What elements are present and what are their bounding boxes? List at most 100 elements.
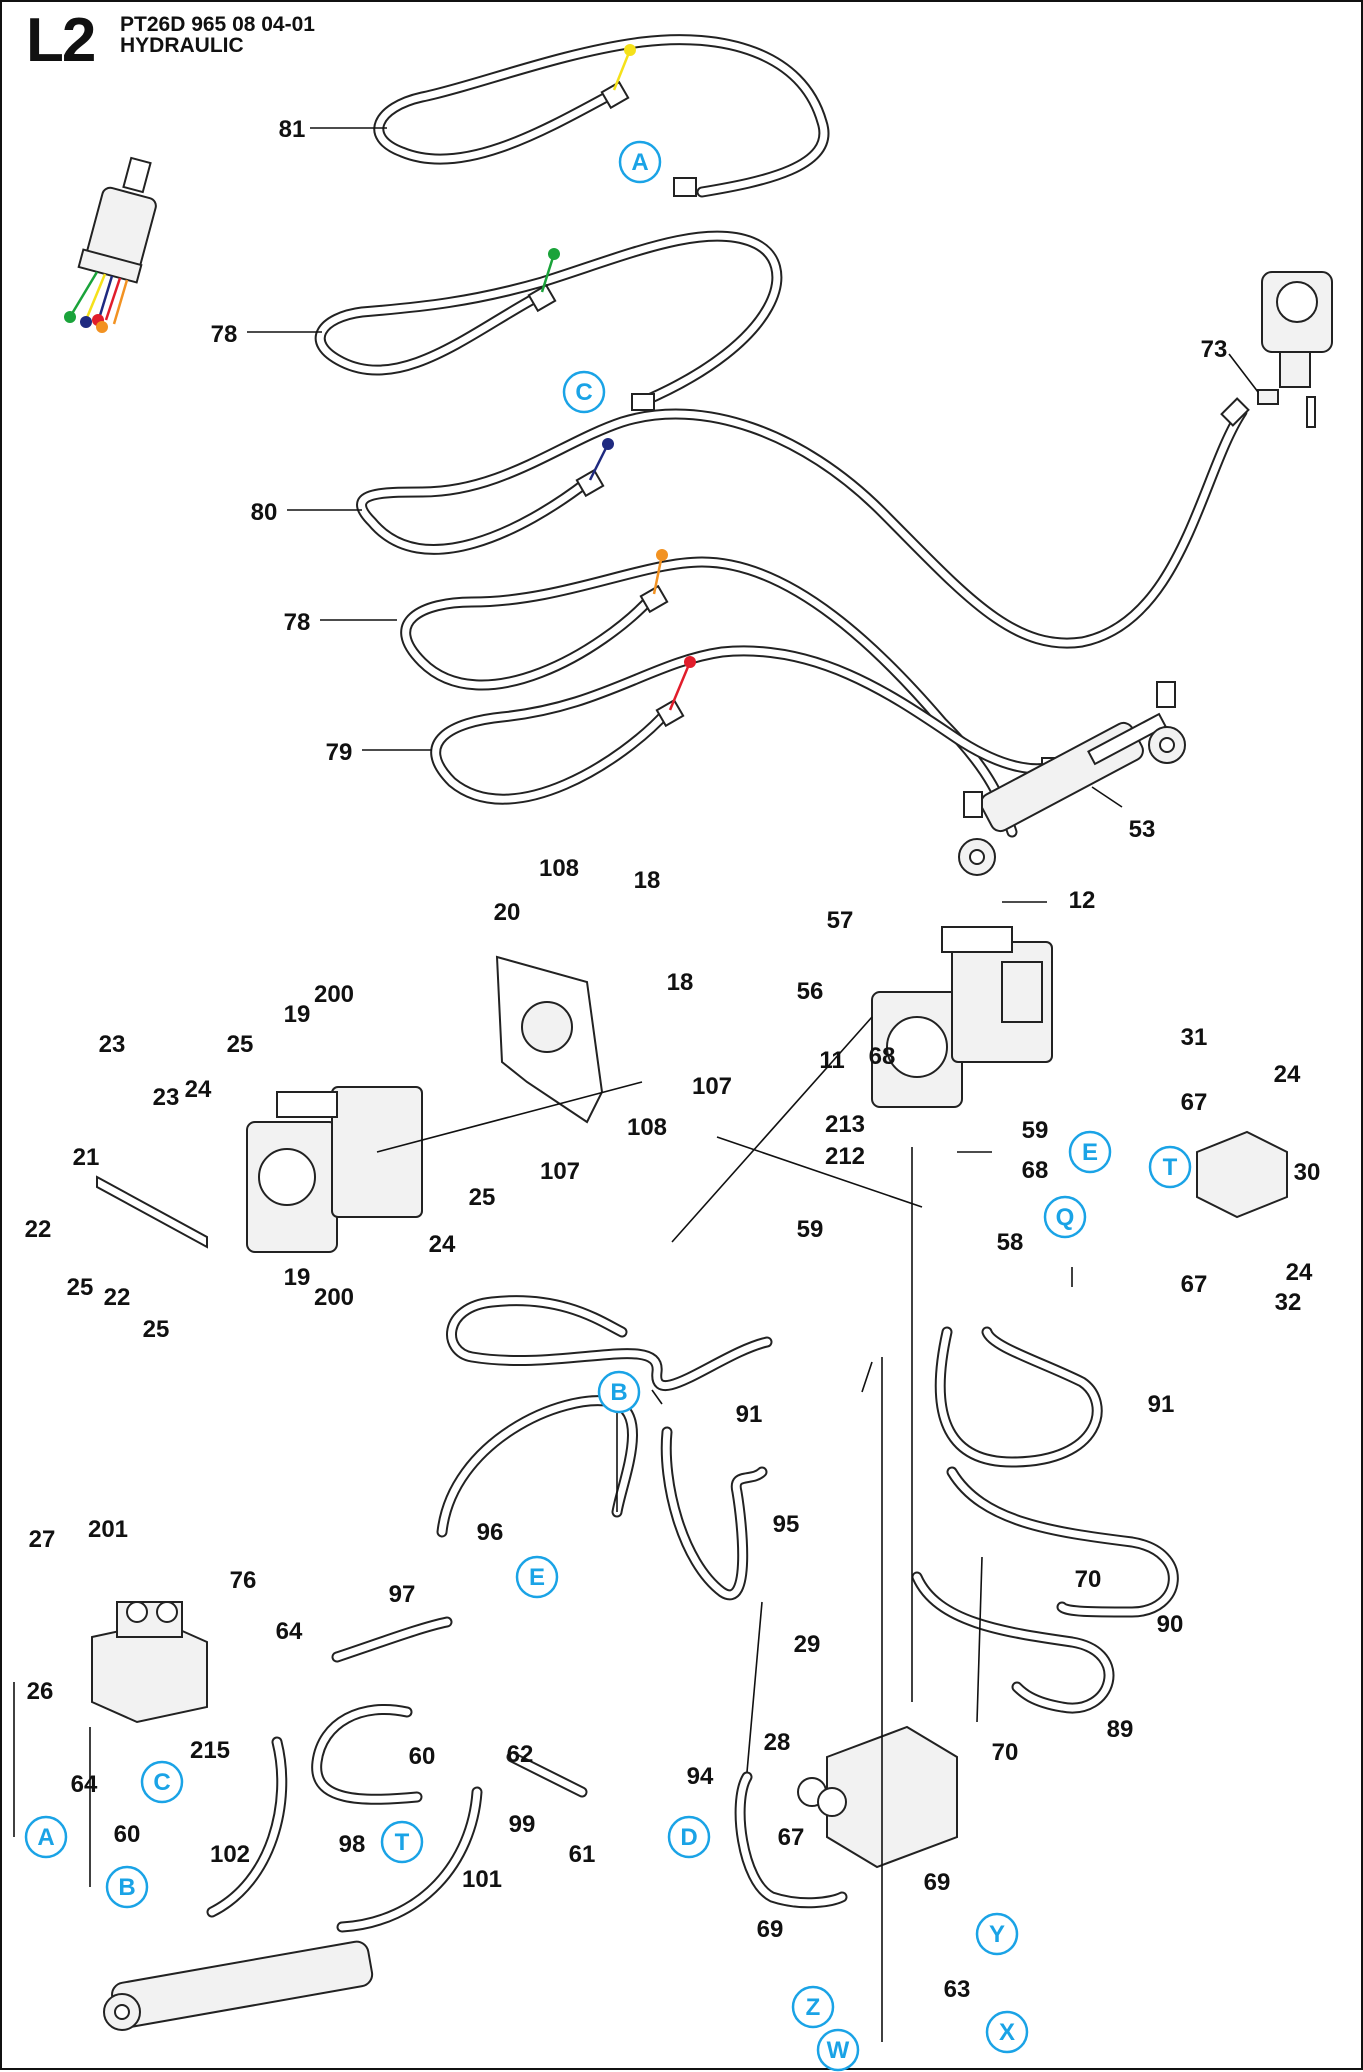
part-number-label: 24 xyxy=(1286,1259,1313,1286)
reference-letter: Z xyxy=(806,1994,821,2021)
reference-letter: Q xyxy=(1056,1204,1075,1231)
reference-circle xyxy=(562,370,606,414)
part-number-label: 70 xyxy=(992,1739,1019,1766)
part-number-label: 19 xyxy=(284,1264,311,1291)
green-dot xyxy=(548,248,560,260)
reference-marker: T xyxy=(1148,1145,1192,1189)
part-number-label: 23 xyxy=(99,1031,126,1058)
hose-80 xyxy=(356,397,1250,649)
part-number-label: 63 xyxy=(944,1976,971,2003)
part-number-label: 29 xyxy=(794,1631,821,1658)
hose-78-lower xyxy=(400,556,1018,838)
reference-circle xyxy=(140,1760,184,1804)
valve-block-26 xyxy=(91,1601,208,1724)
reference-marker: A xyxy=(618,140,662,184)
part-number-label: 26 xyxy=(27,1678,54,1705)
part-number-label: 80 xyxy=(251,499,278,526)
part-number-label: 108 xyxy=(539,855,579,882)
part-number-label: 31 xyxy=(1181,1024,1208,1051)
reference-letter: B xyxy=(118,1874,135,1901)
part-number-label: 20 xyxy=(494,899,521,926)
reference-circle xyxy=(24,1815,68,1859)
reference-marker: Q xyxy=(1043,1195,1087,1239)
lower-hoses xyxy=(206,1295,1179,1933)
steering-cylinder xyxy=(958,681,1186,876)
part-number-label: 58 xyxy=(997,1229,1024,1256)
reference-letter: T xyxy=(395,1829,410,1856)
reference-letter: X xyxy=(999,2019,1015,2046)
reference-circle xyxy=(985,2010,1029,2054)
reference-marker: E xyxy=(1068,1130,1112,1174)
aux-pump xyxy=(246,1086,423,1253)
reference-letter: B xyxy=(610,1379,627,1406)
part-number-label: 107 xyxy=(692,1073,732,1100)
part-number-label: 57 xyxy=(827,907,854,934)
part-number-label: 91 xyxy=(736,1401,763,1428)
reference-marker: X xyxy=(985,2010,1029,2054)
part-number-label: 98 xyxy=(339,1831,366,1858)
reference-letter: E xyxy=(1082,1139,1098,1166)
reference-marker: Z xyxy=(791,1985,835,2029)
part-number-label: 19 xyxy=(284,1001,311,1028)
reference-circle xyxy=(380,1820,424,1864)
part-number-label: 215 xyxy=(190,1737,230,1764)
part-number-label: 78 xyxy=(211,321,238,348)
reference-marker: C xyxy=(562,370,606,414)
part-number-label: 18 xyxy=(667,969,694,996)
part-number: PT26D 965 08 04-01 xyxy=(120,13,315,36)
reference-letter: E xyxy=(529,1564,545,1591)
reference-marker: E xyxy=(515,1555,559,1599)
part-number-label: 200 xyxy=(314,1284,354,1311)
part-number-label: 21 xyxy=(73,1144,100,1171)
reference-circle xyxy=(975,1912,1019,1956)
part-number-label: 30 xyxy=(1294,1159,1321,1186)
part-number-label: 32 xyxy=(1275,1289,1302,1316)
reference-marker: B xyxy=(597,1370,641,1414)
part-number-label: 99 xyxy=(509,1811,536,1838)
part-number-label: 60 xyxy=(409,1743,436,1770)
part-number-label: 101 xyxy=(462,1866,502,1893)
part-number-label: 25 xyxy=(67,1274,94,1301)
reference-circle xyxy=(1148,1145,1192,1189)
hose-81 xyxy=(373,34,830,198)
part-number-label: 89 xyxy=(1107,1716,1134,1743)
valve-block-30 xyxy=(1196,1130,1288,1219)
part-number-label: 76 xyxy=(230,1567,257,1594)
steering-unit-icon xyxy=(1257,271,1333,428)
reference-marker: B xyxy=(105,1865,149,1909)
reference-circle xyxy=(1068,1130,1112,1174)
reference-circle xyxy=(667,1815,711,1859)
part-number-label: 69 xyxy=(757,1916,784,1943)
navy-dot xyxy=(602,438,614,450)
main-pump xyxy=(871,926,1053,1108)
part-number-label: 68 xyxy=(1022,1157,1049,1184)
reference-marker: D xyxy=(667,1815,711,1859)
part-number-label: 78 xyxy=(284,609,311,636)
part-number-label: 95 xyxy=(773,1511,800,1538)
part-number-label: 22 xyxy=(104,1284,131,1311)
part-number-label: 25 xyxy=(469,1184,496,1211)
reference-letter: C xyxy=(153,1769,170,1796)
reference-marker: Y xyxy=(975,1912,1019,1956)
yellow-dot xyxy=(624,44,636,56)
part-number-label: 25 xyxy=(227,1031,254,1058)
diagram-title: HYDRAULIC xyxy=(120,34,244,57)
part-number-label: 67 xyxy=(1181,1089,1208,1116)
red-dot xyxy=(684,656,696,668)
part-number-label: 81 xyxy=(279,116,306,143)
mount-bar-21 xyxy=(96,1175,208,1249)
part-number-label: 53 xyxy=(1129,816,1156,843)
part-number-label: 59 xyxy=(1022,1117,1049,1144)
orange-dot xyxy=(656,549,668,561)
part-number-label: 22 xyxy=(25,1216,52,1243)
reference-circle xyxy=(105,1865,149,1909)
part-number-label: 62 xyxy=(507,1741,534,1768)
reference-circle xyxy=(597,1370,641,1414)
part-number-label: 70 xyxy=(1075,1566,1102,1593)
part-number-label: 27 xyxy=(29,1526,56,1553)
part-number-label: 91 xyxy=(1148,1391,1175,1418)
part-number-label: 213 xyxy=(825,1111,865,1138)
reference-circle xyxy=(791,1985,835,2029)
